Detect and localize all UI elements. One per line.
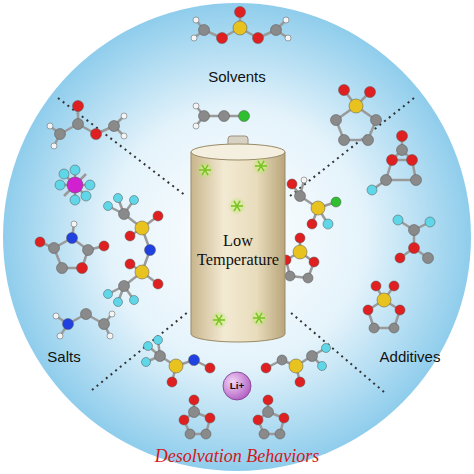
outer-disc [3,3,471,471]
sector-label: Solvents [208,68,266,85]
lithium-ion: Li+ [222,371,252,401]
sector-dividers [58,98,414,392]
footer-title: Desolvation Behaviors [155,446,319,467]
molecule-atoms [35,7,435,440]
sector-label: Additives [380,348,441,365]
battery-cell: Low Temperature [189,136,287,344]
sector-label: Salts [47,348,80,365]
molecule-bonds [40,12,430,434]
ion-label: Li+ [222,380,252,391]
center-title: Low Temperature [189,232,287,270]
